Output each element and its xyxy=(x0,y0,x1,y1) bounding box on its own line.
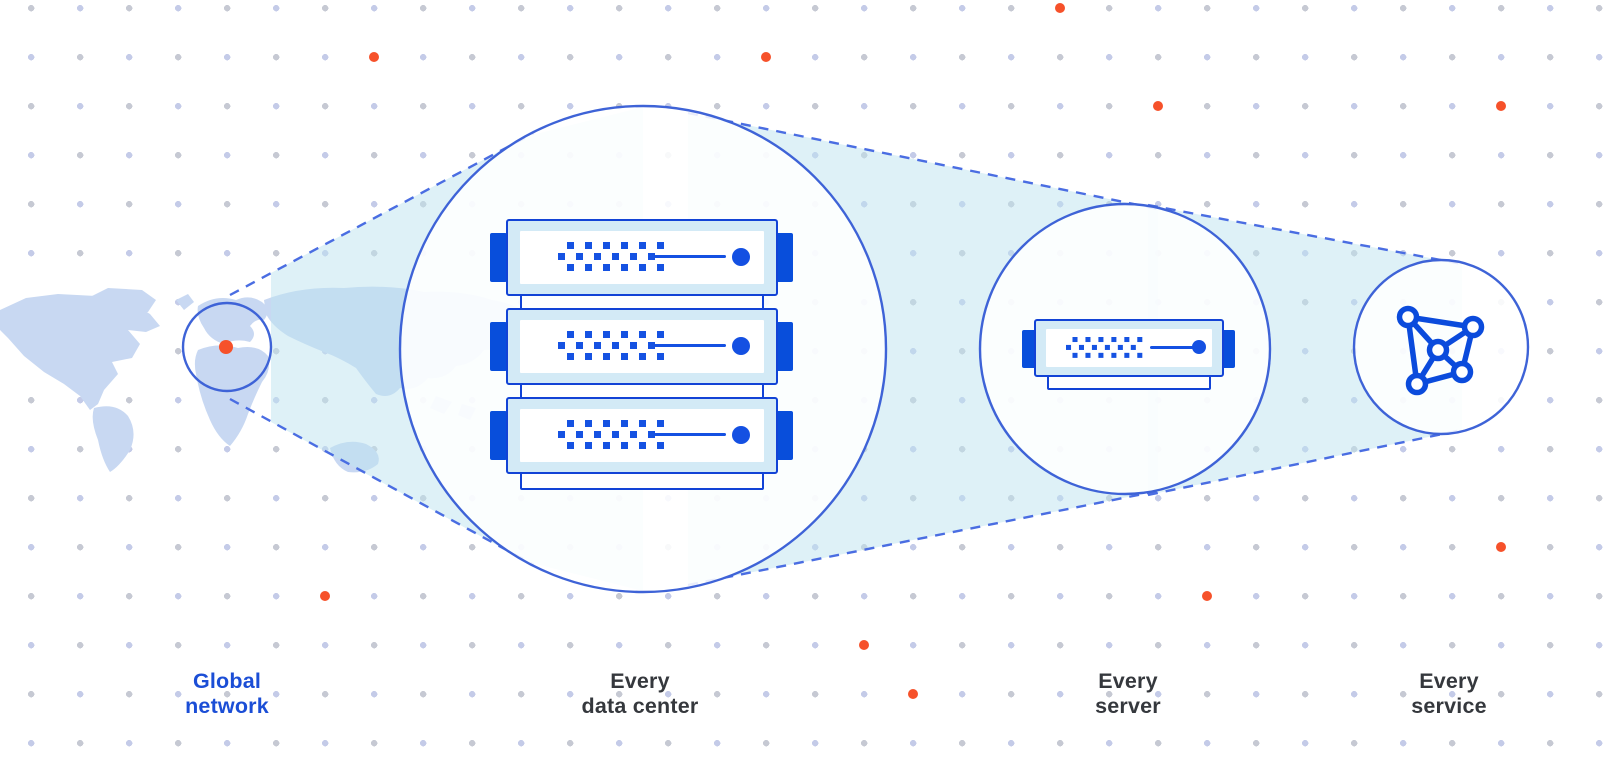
label-global-network: Global network xyxy=(117,669,337,719)
rack-ear xyxy=(1221,330,1235,368)
orange-dot xyxy=(320,591,330,601)
label-every-service: Every service xyxy=(1339,669,1559,719)
rack-ear xyxy=(490,322,507,371)
label-every-data-center: Every data center xyxy=(530,669,750,719)
server-slot-line xyxy=(654,433,726,436)
global-network-circle xyxy=(181,301,273,393)
server-unit xyxy=(506,308,778,385)
rack-ear xyxy=(490,411,507,460)
server-unit xyxy=(1034,319,1224,377)
orange-dot xyxy=(369,52,379,62)
server-vents xyxy=(1066,337,1071,342)
server-status-dot xyxy=(732,426,750,444)
rack-ear xyxy=(1022,330,1036,368)
landmass-south-america xyxy=(92,406,134,472)
rack-ear xyxy=(490,233,507,282)
server-vents xyxy=(558,242,565,249)
server-slot-line xyxy=(654,255,726,258)
landmass-africa xyxy=(194,345,270,446)
label-line: Every xyxy=(610,669,670,693)
server-vents xyxy=(558,420,565,427)
server-status-dot xyxy=(1192,340,1206,354)
network-graph-icon xyxy=(1396,305,1485,396)
rack-ear xyxy=(776,411,793,460)
server-slot-line xyxy=(1150,346,1198,349)
label-line: server xyxy=(1095,694,1161,719)
label-line: Every xyxy=(1419,669,1479,693)
server-status-dot xyxy=(732,337,750,355)
label-line: Global xyxy=(192,669,262,693)
label-every-server: Every server xyxy=(1018,669,1238,719)
server-status-dot xyxy=(732,248,750,266)
orange-dot xyxy=(908,689,918,699)
server-unit xyxy=(506,219,778,296)
server-faceplate xyxy=(520,231,764,284)
server-faceplate xyxy=(520,320,764,373)
orange-dot xyxy=(1202,591,1212,601)
landmass-uk xyxy=(176,294,194,310)
orange-dot xyxy=(1153,101,1163,111)
dashed-zoom-lines xyxy=(229,111,1463,587)
server-faceplate xyxy=(520,409,764,462)
server-unit xyxy=(506,397,778,474)
landmass-north-america xyxy=(0,294,160,410)
server-vents xyxy=(558,331,565,338)
orange-dot xyxy=(859,640,869,650)
rack-ear xyxy=(776,233,793,282)
orange-dot xyxy=(1496,101,1506,111)
label-line: service xyxy=(1411,694,1487,719)
rack-ear xyxy=(776,322,793,371)
orange-dot xyxy=(1055,3,1065,13)
label-line: network xyxy=(185,694,269,719)
label-line: Every xyxy=(1098,669,1158,693)
map-location-marker-icon xyxy=(219,340,233,354)
orange-dot xyxy=(1496,542,1506,552)
label-line: data center xyxy=(581,694,699,719)
server-slot-line xyxy=(654,344,726,347)
orange-dot xyxy=(761,52,771,62)
